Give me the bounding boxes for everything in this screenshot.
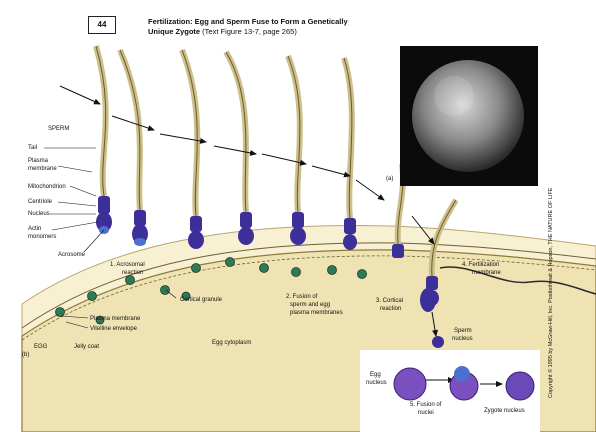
label-sperm-nucleus-1: Sperm: [454, 328, 472, 334]
sem-photo-panel: [400, 46, 538, 186]
label-step4-1: 4. Fertilization: [462, 262, 500, 268]
label-step1-2: reaction: [122, 270, 144, 276]
sperm-cell: [285, 54, 306, 245]
label-panel-a: (a): [386, 176, 394, 182]
figure-title-line1: Fertilization: Egg and Sperm Fuse to For…: [148, 17, 348, 26]
sperm-cell: [179, 48, 204, 249]
label-egg-cytoplasm: Egg cytoplasm: [212, 340, 252, 346]
zygote-nucleus: [505, 371, 535, 401]
cortical-granule: [327, 265, 337, 275]
label-sperm-nucleus-2: nucleus: [452, 336, 473, 342]
label-step2-3: plasma membranes: [290, 310, 343, 316]
label-egg: EGG: [34, 344, 48, 350]
cortical-granule: [87, 291, 97, 301]
cortical-granule: [125, 275, 135, 285]
vitelline-envelope-line: [21, 242, 596, 329]
label-leaders: [44, 147, 177, 329]
cortical-granule: [259, 263, 269, 273]
sperm-cell: [117, 48, 148, 246]
cortical-granule: [181, 291, 191, 301]
cortical-granule: [225, 257, 235, 267]
cortical-granule: [191, 263, 201, 273]
progress-arrows: [59, 85, 435, 245]
label-zygote-nucleus: Zygote nucleus: [484, 408, 525, 414]
cortical-granule: [291, 267, 301, 277]
label-acrosome: Acrosome: [58, 252, 86, 258]
label-panel-b: (b): [22, 352, 30, 358]
fusing-sperm-nucleus: [454, 366, 470, 382]
sperm-cell: [93, 45, 112, 234]
label-step1-1: 1. Acrosomal: [110, 262, 145, 268]
cortical-granules: [55, 257, 367, 325]
label-egg-nucleus-1: Egg: [370, 372, 381, 378]
label-step3-2: reaction: [380, 306, 402, 312]
label-step2-1: 2. Fusion of: [286, 294, 318, 300]
copyright-notice: Copyright © 1995 by McGraw-Hill, Inc. Po…: [548, 187, 554, 398]
page-number-box: 44: [88, 16, 116, 34]
label-nucleus: Nucleus: [28, 211, 50, 217]
cortical-granule: [95, 315, 105, 325]
nuclei-fusion: [393, 288, 535, 401]
figure-title-ref: (Text Figure 13-7, page 265): [200, 27, 297, 36]
label-step5-1: 5. Fusion of: [410, 402, 442, 408]
label-centriole: Centriole: [28, 199, 53, 205]
egg-nucleus: [393, 367, 427, 401]
sperm-entry-head: [420, 288, 436, 312]
figure-title-main: Unique Zygote: [148, 27, 201, 36]
label-egg-nucleus-2: nucleus: [366, 380, 387, 386]
label-actin-1: Actin: [28, 226, 42, 232]
label-step5-2: nuclei: [418, 410, 434, 416]
label-sperm: SPERM: [48, 126, 70, 132]
fertilization-membrane: [439, 266, 596, 295]
cortical-granule: [55, 307, 65, 317]
label-cortical-granule: Cortical granule: [180, 297, 223, 303]
label-vitelline-envelope: Vitelline envelope: [90, 326, 137, 332]
sperm-nucleus-dot: [432, 336, 444, 348]
label-step3-1: 3. Cortical: [376, 298, 404, 304]
sperm-sequence: [93, 45, 459, 306]
label-mitochondrion: Mitochondrion: [28, 184, 66, 190]
figure-title-line2: Unique Zygote (Text Figure 13-7, page 26…: [148, 27, 297, 36]
label-actin-2: monomers: [28, 234, 57, 240]
label-plasma-membrane-1: Plasma: [28, 158, 49, 164]
label-tail: Tail: [28, 145, 38, 151]
sperm-cell: [223, 50, 254, 245]
sperm-cell: [341, 57, 357, 250]
label-jelly-coat: Jelly coat: [74, 344, 100, 350]
label-step4-2: membrane: [472, 270, 501, 276]
label-step2-2: sperm and egg: [290, 302, 331, 308]
plasma-membrane-line: [21, 255, 596, 341]
cortical-granule: [160, 285, 170, 295]
label-plasma-membrane-egg: Plasma membrane: [90, 316, 141, 322]
cortical-granule: [357, 269, 367, 279]
label-plasma-membrane-2: membrane: [28, 166, 57, 172]
